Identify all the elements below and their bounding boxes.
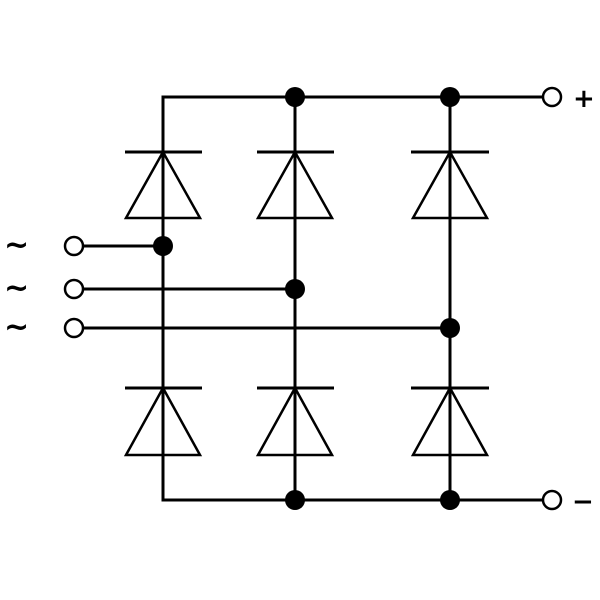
junction-node-bottom-3 — [440, 490, 460, 510]
junction-node-ac-3 — [440, 318, 460, 338]
diode-lower-2 — [255, 385, 335, 457]
ac-input-3-label: ~ — [4, 310, 29, 345]
junction-node-ac-1 — [153, 236, 173, 256]
diode-upper-1 — [123, 149, 203, 220]
ac-input-1-terminal — [63, 235, 85, 257]
negative-terminal-label: − — [572, 487, 594, 517]
diode-lower-3 — [410, 385, 490, 457]
ac-input-2-label: ~ — [4, 271, 29, 306]
diode-upper-3 — [410, 149, 490, 220]
junction-node-ac-2 — [285, 279, 305, 299]
positive-terminal — [541, 86, 563, 108]
diode-lower-1 — [123, 385, 203, 457]
positive-terminal-label: + — [573, 84, 595, 114]
junction-node-top-3 — [440, 87, 460, 107]
junction-node-top-2 — [285, 87, 305, 107]
ac-input-3-terminal — [63, 317, 85, 339]
ac-input-1-label: ~ — [4, 228, 29, 263]
negative-terminal — [541, 489, 563, 511]
ac-input-2-terminal — [63, 278, 85, 300]
junction-node-bottom-2 — [285, 490, 305, 510]
diode-upper-2 — [255, 149, 335, 220]
